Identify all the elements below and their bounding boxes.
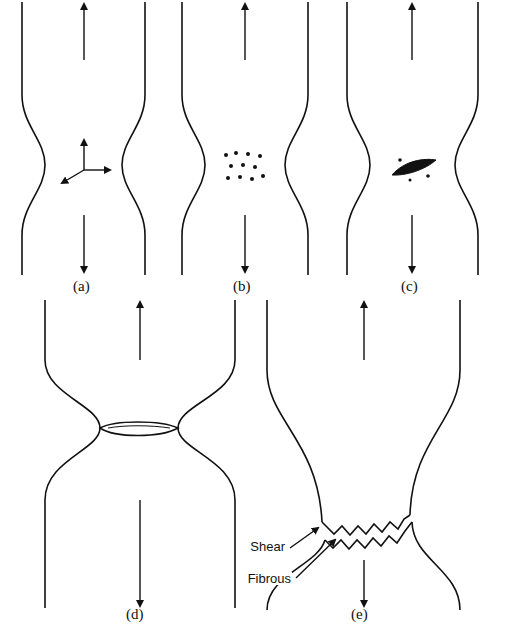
panel-label: (c) (401, 279, 418, 294)
panel-label: (e) (351, 607, 368, 622)
panel-label: (b) (233, 279, 251, 294)
zone-label: Fibrous (247, 572, 292, 585)
panel-label: (a) (73, 279, 90, 294)
panel-label: (d) (126, 607, 144, 622)
zone-label: Shear (249, 540, 286, 553)
